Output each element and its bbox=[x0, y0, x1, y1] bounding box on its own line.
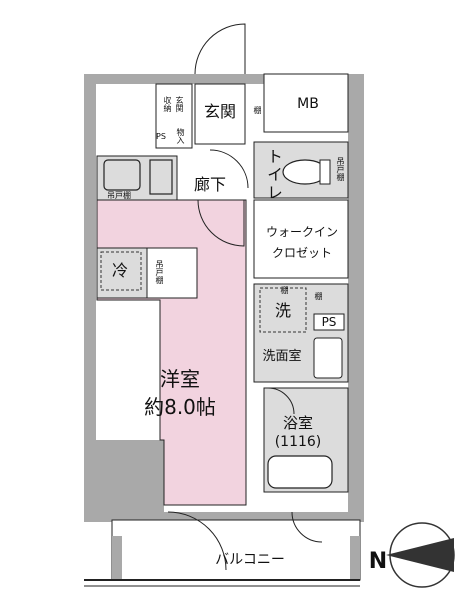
toilet-label: トイレ bbox=[264, 148, 283, 202]
toilet-door-arc bbox=[209, 149, 249, 189]
balcony-door-arc bbox=[167, 511, 227, 571]
western-room-size: 約8.0帖 bbox=[144, 395, 216, 419]
washer-space bbox=[259, 287, 307, 333]
entrance-label: 玄関 bbox=[204, 102, 236, 121]
compass bbox=[386, 522, 455, 588]
washer-label: 洗 bbox=[275, 301, 291, 320]
wash-basin bbox=[313, 337, 343, 379]
balcony-door-arc-2 bbox=[291, 511, 323, 543]
bedroom-door-arc bbox=[197, 199, 245, 247]
balcony-label: バルコニー bbox=[215, 552, 285, 568]
walk-in-closet bbox=[253, 199, 349, 279]
compass-north-label: N bbox=[369, 549, 387, 574]
western-room-name: 洋室 bbox=[160, 367, 200, 391]
toilet-shelf-label: 吊戸棚 bbox=[336, 157, 345, 181]
storage-label: 収納 bbox=[163, 96, 172, 112]
ps-box bbox=[313, 313, 345, 331]
kitchen-shelf-label: 吊戸棚 bbox=[107, 190, 131, 200]
fridge-box bbox=[100, 251, 142, 291]
fridge-label: 冷 bbox=[112, 261, 128, 280]
kitchen-sink bbox=[103, 159, 141, 191]
balcony bbox=[111, 519, 361, 581]
wic-label-1: ウォークイン bbox=[266, 225, 338, 239]
toilet-tank bbox=[319, 159, 331, 185]
corridor-label: 廊下 bbox=[194, 175, 226, 194]
mb-closet bbox=[263, 73, 349, 133]
washer-top-shelf-label: 棚 bbox=[280, 286, 289, 294]
bathtub bbox=[267, 455, 333, 489]
wic-label-2: クロゼット bbox=[272, 246, 332, 260]
ps-small-label: PS bbox=[156, 132, 166, 141]
kitchen-counter bbox=[96, 155, 178, 201]
mb-label: MB bbox=[297, 96, 319, 112]
ps-label: PS bbox=[322, 315, 337, 329]
entrance-hall bbox=[194, 83, 246, 145]
stove bbox=[149, 159, 173, 195]
storage-item-label: 物入 bbox=[176, 128, 185, 144]
balcony-right-post bbox=[350, 536, 360, 580]
left-wall-lower bbox=[84, 440, 164, 520]
entrance-storage-label: 玄関 bbox=[175, 96, 184, 112]
entrance-shelf-label: 棚 bbox=[253, 106, 262, 114]
bathroom-size: (1116) bbox=[275, 434, 322, 450]
front-door-arc bbox=[194, 23, 246, 75]
washer-shelf-label: 棚 bbox=[314, 292, 323, 300]
fridge-shelf-label: 吊戸棚 bbox=[155, 260, 164, 284]
compass-needle bbox=[386, 538, 454, 572]
counter-island bbox=[146, 247, 198, 299]
bath-door-arc bbox=[267, 387, 295, 415]
washroom-label: 洗面室 bbox=[262, 348, 301, 364]
storage-cabinet bbox=[155, 83, 193, 149]
bathroom-label: 浴室 bbox=[283, 414, 313, 432]
balcony-left-post bbox=[112, 536, 122, 580]
